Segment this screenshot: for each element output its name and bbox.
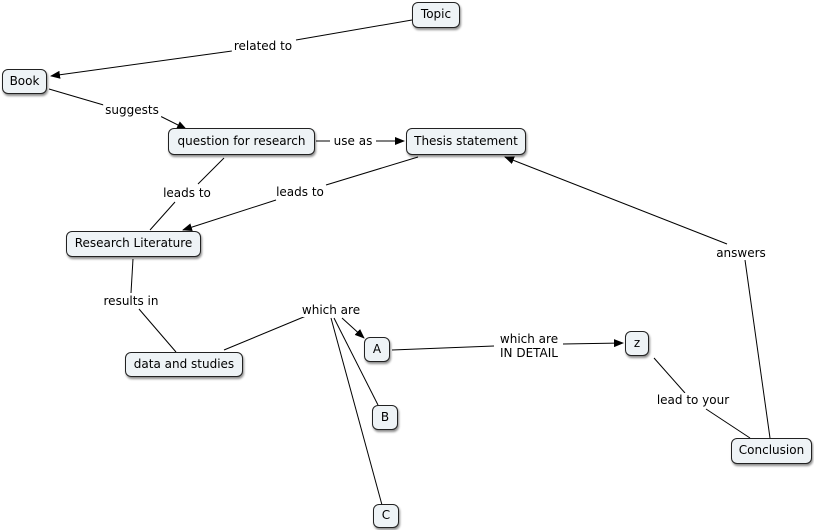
edge-related-book xyxy=(50,50,233,79)
link-label-leads-to-question: leads to xyxy=(161,186,213,200)
edge-research-resultsin xyxy=(130,258,134,294)
node-conclusion[interactable]: Conclusion xyxy=(731,438,812,464)
node-b[interactable]: B xyxy=(372,405,398,430)
link-label-lead-to-your: lead to your xyxy=(654,393,732,407)
edge-topic-related xyxy=(295,19,413,41)
edge-leadsto-research xyxy=(149,201,176,231)
link-label-use-as: use as xyxy=(331,134,375,148)
edge-book-suggests xyxy=(48,88,108,107)
edge-indetail-z xyxy=(562,339,624,348)
edge-whichare-c xyxy=(330,317,383,506)
edge-question-leadsto xyxy=(197,157,225,185)
node-research-literature[interactable]: Research Literature xyxy=(66,231,201,257)
node-question-for-research[interactable]: question for research xyxy=(168,128,315,155)
link-label-which-are-in-detail: which are IN DETAIL xyxy=(497,332,561,360)
edge-answers-thesis xyxy=(504,156,728,245)
node-thesis-statement[interactable]: Thesis statement xyxy=(406,128,526,155)
link-label-results-in: results in xyxy=(101,294,161,308)
edge-thesis-leadsto xyxy=(325,156,419,186)
node-z[interactable]: z xyxy=(625,331,649,356)
link-label-suggests: suggests xyxy=(103,103,161,117)
edge-a-indetail xyxy=(391,345,495,351)
link-label-which-are: which are xyxy=(299,303,363,317)
edge-suggests-question xyxy=(159,115,187,130)
edge-conclusion-answers xyxy=(744,259,771,439)
edge-resultsin-data xyxy=(138,308,177,353)
link-label-answers: answers xyxy=(714,246,768,260)
edge-z-leadtoyour xyxy=(653,357,686,394)
node-data-and-studies[interactable]: data and studies xyxy=(125,352,243,377)
edge-whichare-b xyxy=(333,317,379,406)
node-book[interactable]: Book xyxy=(2,69,47,94)
edge-leadtoyour-conclusion xyxy=(705,408,751,439)
link-label-related-to: related to xyxy=(231,39,295,53)
edge-whichare-a xyxy=(341,317,365,339)
node-topic[interactable]: Topic xyxy=(412,2,460,28)
link-label-leads-to-thesis: leads to xyxy=(274,185,326,199)
node-a[interactable]: A xyxy=(364,337,390,362)
node-c[interactable]: C xyxy=(373,504,399,528)
edge-data-whichare xyxy=(223,315,307,351)
edge-leadsto2-research xyxy=(182,199,277,232)
